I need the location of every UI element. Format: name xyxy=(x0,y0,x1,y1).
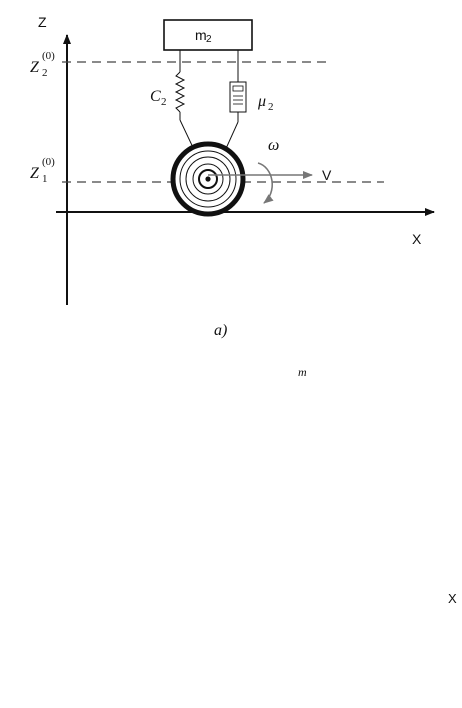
mass-label: m xyxy=(195,27,207,43)
spring-index: 2 xyxy=(161,96,167,108)
z1-index: 1 xyxy=(42,173,48,185)
z-axis-label: Z xyxy=(38,14,47,30)
z2-index: 2 xyxy=(42,67,48,79)
mass-index: 2 xyxy=(206,34,212,45)
omega-label: ω xyxy=(268,137,279,154)
z1-superscript: (0) xyxy=(42,156,55,168)
caption: a) xyxy=(214,322,227,339)
mass-block: m 2 xyxy=(163,19,253,51)
x-axis-label: X xyxy=(412,231,422,247)
lower-m-label: m xyxy=(298,365,307,379)
z1-symbol: Z xyxy=(30,165,40,182)
spring-label: C 2 xyxy=(150,88,167,108)
velocity-label: V xyxy=(322,167,332,183)
z2-symbol: Z xyxy=(30,59,40,76)
z1-level-label: Z (0) 1 xyxy=(30,156,55,185)
wheel xyxy=(170,141,246,217)
damper-symbol: μ xyxy=(257,93,266,110)
damper-label: μ 2 xyxy=(257,93,274,113)
damper-index: 2 xyxy=(268,101,274,113)
spring-symbol: C xyxy=(150,88,161,105)
z2-level-label: Z (0) 2 xyxy=(30,50,55,79)
lower-x-label: X xyxy=(448,591,457,606)
rotation-arrow xyxy=(257,162,274,204)
z2-superscript: (0) xyxy=(42,50,55,62)
